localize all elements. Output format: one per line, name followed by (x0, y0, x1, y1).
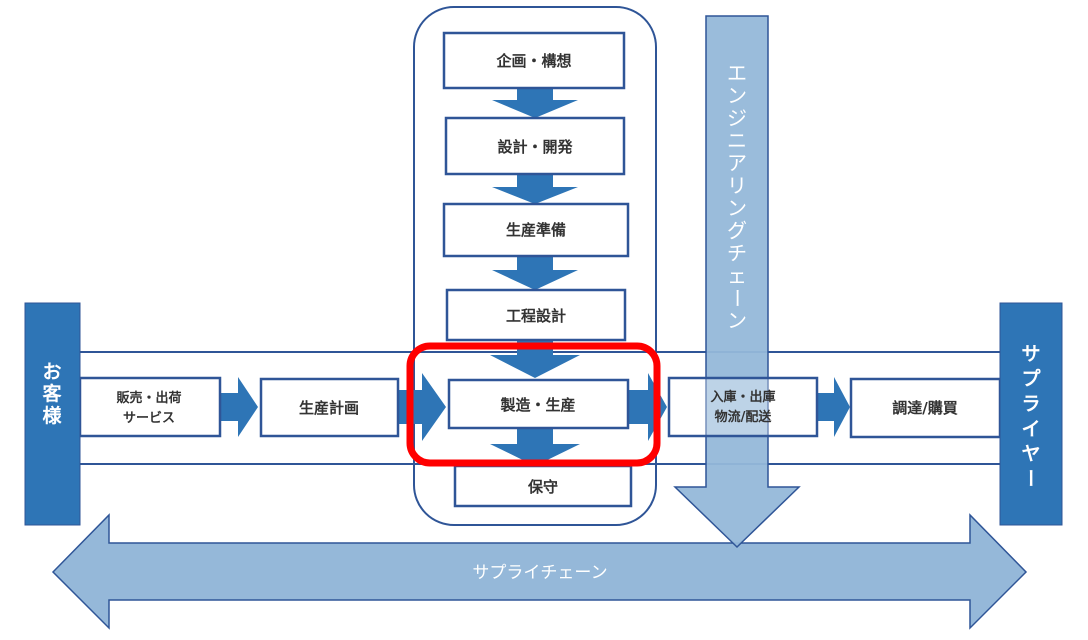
process-label: 設計・開発 (497, 138, 573, 156)
process-box-design (444, 116, 626, 176)
process-label: 販売・出荷 (116, 390, 181, 406)
down-arrow (492, 174, 578, 204)
highlight-frame (406, 342, 661, 467)
vertical-char: イ (1021, 418, 1040, 440)
process-label: 調達/購買 (892, 399, 957, 417)
supplier-bar (999, 302, 1063, 526)
process-label: サービス (123, 410, 175, 426)
vertical-char: ー (725, 288, 749, 308)
process-box-production-prep (442, 202, 630, 258)
vertical-char: ア (727, 151, 747, 175)
vertical-char: エ (727, 61, 747, 85)
customer-bar (24, 302, 81, 526)
engineering-process-container (413, 6, 657, 526)
vertical-char: お (42, 361, 61, 383)
vertical-char: リ (727, 174, 747, 198)
horizontal-flow-boxes: 販売・出荷 サービス 生産計画 製造・生産 入庫・出庫 物流/配送 調達/購買 (78, 376, 1002, 439)
vertical-char: 客 (42, 382, 62, 405)
vertical-char: ェ (727, 264, 747, 288)
process-label: 製造・生産 (499, 396, 575, 414)
vertical-arrows (490, 88, 580, 466)
process-label: 生産計画 (299, 399, 359, 417)
process-box-process-design (445, 288, 627, 342)
process-box-manufacturing (447, 378, 630, 430)
down-arrow (490, 340, 580, 378)
process-box-sales (78, 376, 222, 438)
process-label: 保守 (527, 478, 558, 496)
process-box-production-planning (259, 377, 400, 438)
process-box-maintenance (453, 464, 633, 508)
vertical-char: ン (727, 84, 747, 108)
vertical-char: グ (727, 219, 747, 243)
customer-label: お客様 (42, 361, 62, 427)
right-arrow (628, 373, 667, 441)
vertical-char: ラ (1021, 393, 1040, 415)
engineering-chain-arrow (673, 15, 801, 549)
vertical-char: ン (727, 196, 747, 220)
vertical-char: ニ (727, 129, 747, 153)
down-arrow (492, 88, 578, 118)
vertical-char: ン (727, 309, 747, 333)
vertical-char: ー (1019, 468, 1041, 487)
right-arrow (220, 377, 258, 437)
right-arrow (398, 373, 446, 441)
process-label: 生産準備 (506, 221, 566, 239)
down-arrow (490, 428, 580, 466)
supply-chain-arrow (51, 513, 1028, 630)
process-label: 企画・構想 (495, 52, 571, 70)
process-box-logistics (667, 376, 819, 438)
vertical-char: ヤ (1021, 443, 1040, 465)
process-label: 工程設計 (506, 307, 566, 325)
vertical-char: 様 (42, 404, 62, 427)
process-box-procurement (849, 377, 1002, 439)
vertical-char: サ (1021, 343, 1040, 365)
supply-chain-label: サプライチェーン (472, 563, 607, 583)
process-label: 物流/配送 (715, 409, 773, 425)
process-label: 入庫・出庫 (710, 389, 775, 405)
right-arrow (817, 377, 850, 437)
down-arrow (492, 256, 578, 290)
vertical-char: チ (727, 241, 747, 265)
vertical-flow-boxes: 企画・構想 設計・開発 生産準備 工程設計 保守 (442, 31, 633, 508)
vertical-char: ジ (727, 106, 747, 130)
process-box-planning (442, 31, 626, 90)
vertical-char: プ (1021, 367, 1041, 390)
